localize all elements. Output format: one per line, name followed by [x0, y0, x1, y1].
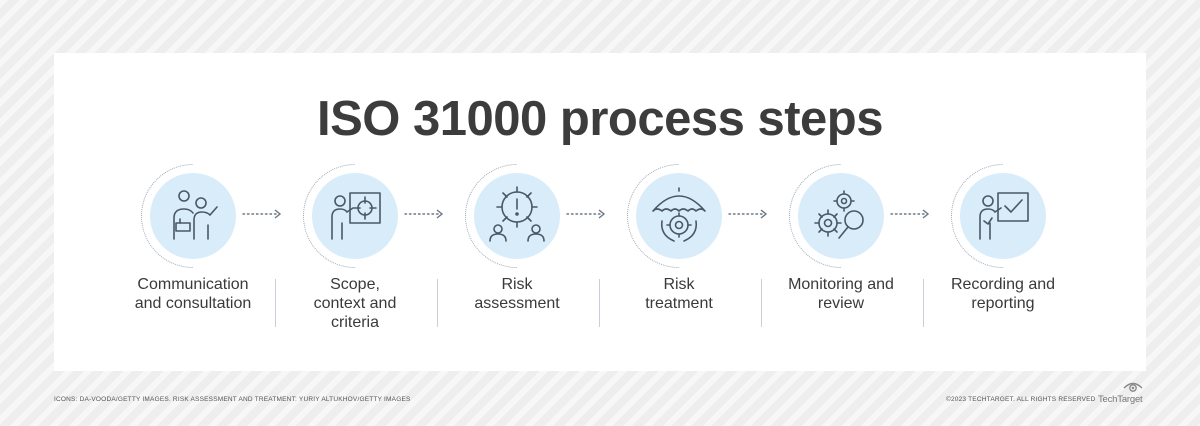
copyright-notice: ©2023 TECHTARGET. ALL RIGHTS RESERVED	[946, 396, 1096, 403]
person-checkmark-board-icon	[960, 173, 1046, 259]
arrow-icon	[728, 209, 768, 219]
divider	[275, 279, 276, 327]
person-target-board-icon	[312, 173, 398, 259]
divider	[761, 279, 762, 327]
divider	[599, 279, 600, 327]
image-credits: ICONS: DA-VOODA/GETTY IMAGES. RISK ASSES…	[54, 396, 411, 403]
logo-wordmark: TechTarget	[1098, 394, 1143, 405]
infographic-title: ISO 31000 process steps	[317, 92, 883, 146]
people-presentation-icon	[150, 173, 236, 259]
techtarget-logo: TechTarget	[1098, 380, 1148, 408]
divider	[437, 279, 438, 327]
arrow-icon	[566, 209, 606, 219]
gears-magnifier-icon	[798, 173, 884, 259]
gear-warning-icon	[474, 173, 560, 259]
umbrella-gear-icon	[636, 173, 722, 259]
divider	[923, 279, 924, 327]
eye-icon	[1123, 382, 1143, 392]
arrow-icon	[890, 209, 930, 219]
arrow-icon	[242, 209, 282, 219]
arrow-icon	[404, 209, 444, 219]
